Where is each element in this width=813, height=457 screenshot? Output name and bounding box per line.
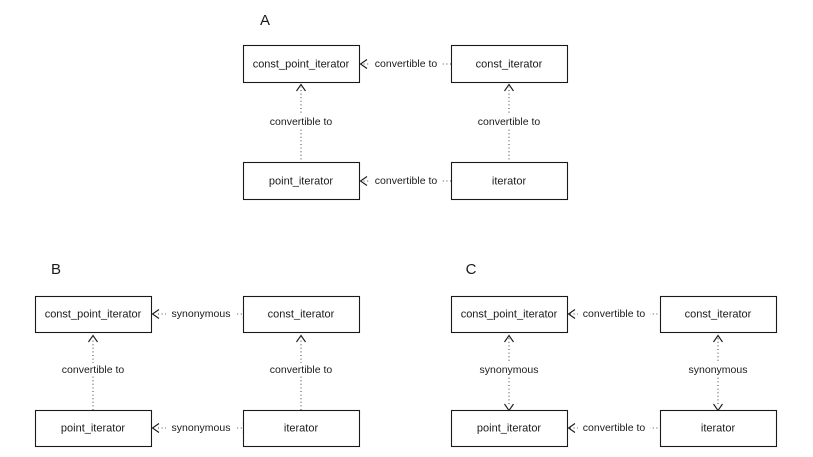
arrowhead-up-icon xyxy=(504,334,514,343)
panel-c-node-const-point-iterator[interactable]: const_point_iterator xyxy=(450,295,569,334)
panel-b-edge-left-vertical: convertible to xyxy=(51,334,135,410)
node-label: const_iterator xyxy=(268,308,335,320)
edge-label-backdrop xyxy=(166,307,236,320)
node-box[interactable] xyxy=(34,409,153,448)
panel-a-edge-right-vertical: convertible to xyxy=(467,83,551,163)
node-box[interactable] xyxy=(659,409,778,448)
edge-label: convertible to xyxy=(583,308,646,320)
edge-label: convertible to xyxy=(583,422,646,434)
panel-b-node-point-iterator[interactable]: point_iterator xyxy=(34,409,153,448)
node-box[interactable] xyxy=(450,409,569,448)
edge-label-backdrop xyxy=(578,307,650,320)
panel-b-edge-right-vertical: convertible to xyxy=(259,334,343,410)
edge-label-backdrop xyxy=(259,363,343,376)
node-box[interactable] xyxy=(450,295,569,334)
edge-label-backdrop xyxy=(259,115,343,128)
panel-a-node-const-iterator[interactable]: const_iterator xyxy=(450,44,569,84)
arrowhead-left-icon xyxy=(567,309,576,319)
panel-b-node-iterator[interactable]: iterator xyxy=(242,409,361,448)
panel-c-label: C xyxy=(466,261,477,278)
edge-label: convertible to xyxy=(270,116,333,128)
panel-c-edge-bottom-horizontal: convertible to xyxy=(567,421,661,434)
panel-a-node-iterator[interactable]: iterator xyxy=(450,161,569,201)
edge-label: synonymous xyxy=(172,422,231,434)
panel-c-edge-top-horizontal: convertible to xyxy=(567,307,661,320)
edge-label: synonymous xyxy=(172,308,231,320)
panel-a-edge-top-horizontal: convertible to xyxy=(359,57,451,70)
arrowhead-down-icon xyxy=(504,403,514,412)
arrowhead-up-icon xyxy=(296,334,306,343)
node-box[interactable] xyxy=(242,44,361,84)
panel-c-node-point-iterator[interactable]: point_iterator xyxy=(450,409,569,448)
panel-a-edge-bottom-horizontal: convertible to xyxy=(359,174,451,187)
panel-b-edge-bottom-horizontal: synonymous xyxy=(151,421,251,434)
node-label: iterator xyxy=(284,422,319,434)
node-label: const_point_iterator xyxy=(45,308,142,320)
node-box[interactable] xyxy=(659,295,778,334)
edge-label: convertible to xyxy=(270,364,333,376)
edge-label: convertible to xyxy=(62,364,125,376)
panel-c-edge-left-vertical: synonymous xyxy=(473,334,545,412)
panel-b-label: B xyxy=(51,261,61,278)
edge-label-backdrop xyxy=(578,421,650,434)
node-label: iterator xyxy=(701,422,736,434)
panel-b-edge-top-horizontal: synonymous xyxy=(151,307,251,320)
edge-label: convertible to xyxy=(375,58,438,70)
panel-c-node-const-iterator[interactable]: const_iterator xyxy=(659,295,778,334)
node-label: const_iterator xyxy=(476,58,543,70)
edge-label: convertible to xyxy=(375,175,438,187)
panel-a-edge-left-vertical: convertible to xyxy=(259,83,343,163)
node-label: point_iterator xyxy=(269,175,334,187)
node-label: point_iterator xyxy=(477,422,542,434)
panel-a-node-point-iterator[interactable]: point_iterator xyxy=(242,161,361,201)
node-label: iterator xyxy=(492,175,527,187)
arrowhead-left-icon xyxy=(359,176,368,186)
panel-c-node-iterator[interactable]: iterator xyxy=(659,409,778,448)
arrowhead-left-icon xyxy=(151,423,160,433)
panel-b-node-const-point-iterator[interactable]: const_point_iterator xyxy=(34,295,153,334)
edge-label-backdrop xyxy=(166,421,236,434)
edge-label: convertible to xyxy=(478,116,541,128)
edge-label-backdrop xyxy=(467,115,551,128)
node-box[interactable] xyxy=(242,295,361,334)
node-label: const_point_iterator xyxy=(253,58,350,70)
edge-label: synonymous xyxy=(689,364,748,376)
edge-label-backdrop xyxy=(682,363,754,376)
arrowhead-up-icon xyxy=(713,334,723,343)
panel-a-label: A xyxy=(260,12,270,29)
edge-label: synonymous xyxy=(480,364,539,376)
arrowhead-up-icon xyxy=(296,83,306,92)
edge-label-backdrop xyxy=(473,363,545,376)
arrowhead-left-icon xyxy=(567,423,576,433)
node-box[interactable] xyxy=(242,409,361,448)
arrowhead-up-icon xyxy=(504,83,514,92)
node-box[interactable] xyxy=(450,161,569,201)
edge-label-backdrop xyxy=(370,57,442,70)
edge-label-backdrop xyxy=(51,363,135,376)
panel-b: B convertible to convertible to synonymo… xyxy=(34,261,361,448)
arrowhead-left-icon xyxy=(359,59,368,69)
node-label: const_point_iterator xyxy=(461,308,558,320)
arrowhead-up-icon xyxy=(88,334,98,343)
panel-a-node-const-point-iterator[interactable]: const_point_iterator xyxy=(242,44,361,84)
panel-c-edge-right-vertical: synonymous xyxy=(682,334,754,412)
panel-a: A convertible to convertible to converti… xyxy=(242,12,569,201)
arrowhead-left-icon xyxy=(151,309,160,319)
edge-label-backdrop xyxy=(370,174,442,187)
node-box[interactable] xyxy=(450,44,569,84)
node-box[interactable] xyxy=(242,161,361,201)
arrowhead-down-icon xyxy=(713,403,723,412)
node-box[interactable] xyxy=(34,295,153,334)
node-label: const_iterator xyxy=(685,308,752,320)
node-label: point_iterator xyxy=(61,422,126,434)
panel-c: C synonymous synonymous convertible to xyxy=(450,261,778,448)
panel-b-node-const-iterator[interactable]: const_iterator xyxy=(242,295,361,334)
